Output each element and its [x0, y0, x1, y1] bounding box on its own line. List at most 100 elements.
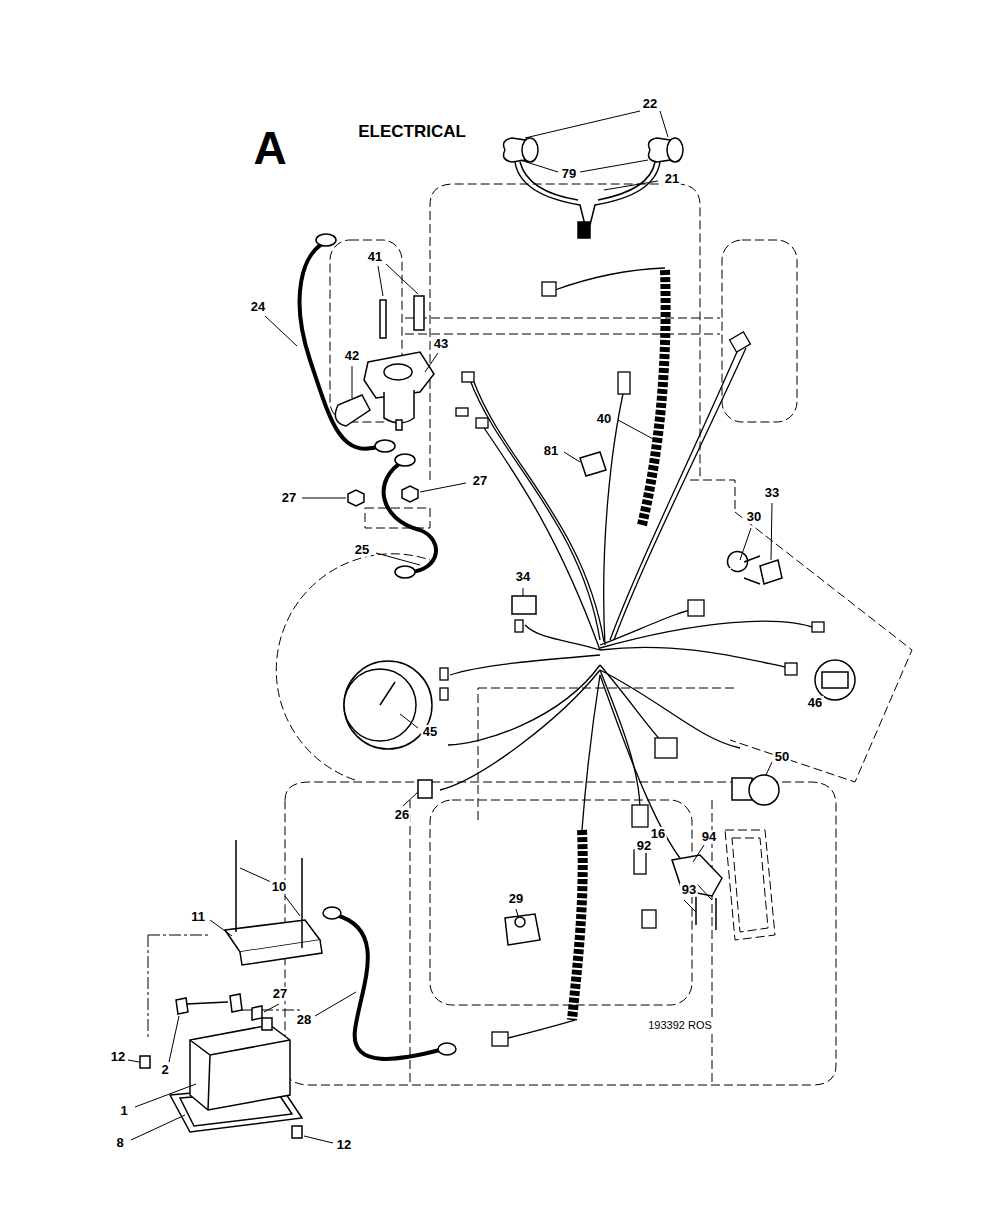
callout-number: 30 — [745, 510, 763, 524]
headlights-part — [522, 138, 538, 162]
battery-assembly-part — [190, 1040, 290, 1110]
leader-lines-part — [604, 181, 658, 190]
cable-lugs-part — [348, 490, 364, 506]
wiring-harness-part — [440, 670, 600, 790]
callout-number: 40 — [595, 412, 613, 426]
leader-lines-part — [169, 1016, 179, 1062]
callout-number: 2 — [159, 1063, 170, 1077]
battery-assembly-part — [176, 998, 188, 1014]
callout-number: 81 — [542, 444, 560, 458]
wiring-harness-part — [448, 665, 600, 745]
leader-lines-part — [135, 1084, 196, 1107]
callout-number: 11 — [189, 910, 207, 924]
connectors-part — [688, 600, 704, 616]
callout-number: 21 — [663, 172, 681, 186]
tractor-outline-part — [410, 800, 712, 1085]
battery-cables-part — [336, 915, 440, 1059]
components-part — [815, 660, 855, 700]
leader-lines-part — [420, 483, 466, 492]
connectors — [440, 282, 824, 1046]
connectors-part — [440, 668, 448, 680]
headlights-part — [667, 138, 683, 162]
wiring-harness-part — [525, 625, 600, 650]
tractor-outline-part — [722, 240, 797, 422]
solenoid-part — [380, 296, 424, 338]
harness-coil-part — [642, 270, 666, 525]
callout-number: 42 — [343, 349, 361, 363]
tractor-outline — [276, 184, 912, 1085]
wiring-harness-part — [600, 670, 740, 748]
leader-lines-part — [315, 992, 356, 1016]
components-part — [344, 661, 432, 749]
wiring-harness-part — [555, 268, 665, 290]
leader-lines-part — [516, 909, 518, 916]
headlights — [504, 138, 683, 238]
wiring-harness-part — [610, 345, 740, 640]
components-part — [822, 672, 848, 688]
callout-number: 27 — [471, 474, 489, 488]
components-part — [744, 556, 760, 584]
connectors-part — [462, 372, 474, 382]
wiring-harness-part — [614, 348, 746, 640]
leader-lines-part — [740, 528, 751, 560]
callout-number: 27 — [271, 987, 289, 1001]
section-letter: A — [251, 123, 288, 174]
connectors-part — [812, 622, 824, 632]
callout-number: 45 — [421, 725, 439, 739]
leader-lines-part — [771, 503, 772, 560]
callout-number: 33 — [763, 486, 781, 500]
connectors-part — [515, 620, 523, 632]
leader-lines-part — [564, 452, 580, 462]
solenoid-part — [384, 364, 412, 380]
battery-assembly-part — [140, 1056, 150, 1068]
terminal-boot-part — [335, 395, 370, 426]
components-part — [418, 780, 432, 798]
wiring-harness-part — [600, 621, 815, 648]
leader-lines-part — [693, 845, 704, 862]
terminal-boot — [335, 395, 370, 426]
callout-number: 12 — [335, 1138, 353, 1152]
solenoid-part — [396, 420, 402, 430]
leader-lines-part — [265, 316, 297, 346]
leader-lines-part — [240, 868, 300, 916]
components-part — [580, 452, 606, 476]
components-part — [749, 775, 779, 805]
components-part — [380, 682, 395, 705]
tractor-outline-part — [430, 800, 692, 1005]
battery-assembly — [140, 840, 322, 1138]
headlights-part — [590, 162, 660, 225]
leader-lines-part — [766, 762, 772, 775]
leader-lines-part — [520, 160, 648, 172]
callout-number: 22 — [641, 97, 659, 111]
battery-assembly-part — [230, 994, 242, 1012]
battery-assembly-part — [240, 940, 322, 965]
connectors-part — [634, 850, 646, 874]
callout-number: 10 — [270, 880, 288, 894]
callout-number: 27 — [280, 491, 298, 505]
callout-number: 26 — [393, 808, 411, 822]
leader-lines-part — [210, 920, 232, 936]
battery-assembly-part — [292, 1126, 302, 1138]
wiring-harness-part — [500, 1020, 575, 1040]
leader-lines-part — [425, 353, 438, 372]
battery-assembly-part — [186, 1002, 228, 1004]
wiring-harness-part — [600, 665, 665, 745]
components-part — [512, 596, 536, 614]
wiring-harness-part — [450, 655, 600, 675]
callout-number: 46 — [806, 696, 824, 710]
callout-number: 29 — [507, 892, 525, 906]
connectors-part — [618, 372, 630, 394]
cable-lugs-part — [316, 234, 336, 246]
components — [344, 452, 855, 945]
callout-number: 25 — [353, 543, 371, 557]
callout-number: 93 — [680, 883, 698, 897]
leader-lines-part — [352, 366, 353, 398]
connectors-part — [642, 910, 656, 928]
battery-cables — [300, 240, 440, 1059]
cable-lugs-part — [375, 440, 395, 452]
callout-number: 92 — [635, 839, 653, 853]
headlights-part — [515, 162, 585, 225]
components-part — [696, 895, 716, 930]
